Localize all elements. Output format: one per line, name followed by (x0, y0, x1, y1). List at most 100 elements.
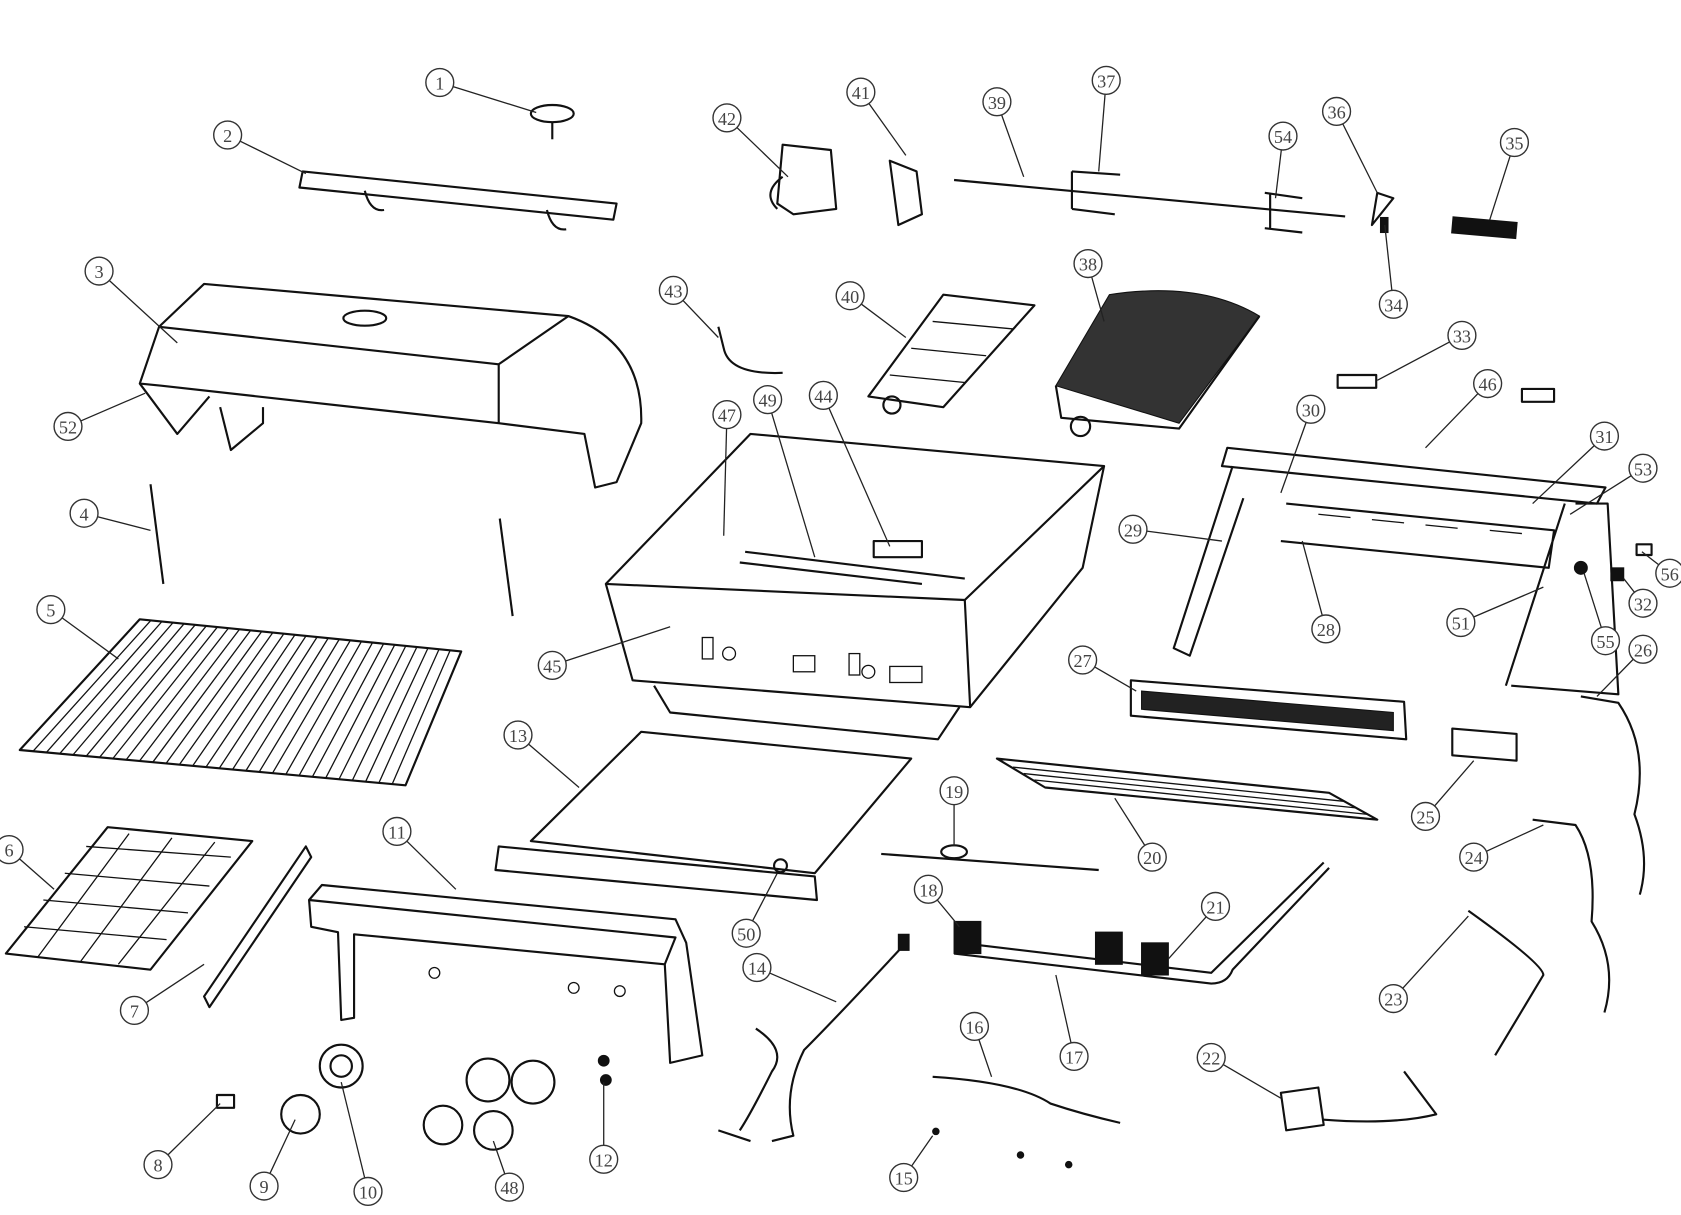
grate-bar (85, 624, 196, 757)
grate-bar (258, 638, 340, 773)
callout-31: 31 (1589, 421, 1620, 451)
callout-18: 18 (913, 874, 943, 904)
callout-49: 49 (753, 385, 783, 415)
callout-34: 34 (1378, 289, 1408, 319)
callout-11: 11 (382, 816, 412, 847)
callout-circle (589, 1144, 619, 1174)
callout-number: 43 (664, 281, 682, 301)
leader-line-49 (771, 412, 816, 558)
grate-bar (138, 628, 241, 762)
callout-number: 24 (1465, 848, 1483, 868)
callout-circle (835, 281, 865, 311)
callout-25: 25 (1410, 801, 1441, 832)
callout-48: 48 (494, 1172, 525, 1202)
grate-bar (232, 636, 318, 770)
part-power-adapter (1279, 1070, 1438, 1132)
callout-number: 40 (841, 287, 859, 307)
callout-39: 39 (982, 87, 1012, 117)
callout-number: 9 (260, 1177, 269, 1197)
part-gas-pipe (717, 326, 783, 375)
callout-number: 29 (1124, 520, 1142, 540)
leader-line-32 (1623, 578, 1635, 593)
part-rotisserie-accessories (1370, 191, 1518, 240)
grate-bar (32, 619, 152, 752)
callout-circle (731, 918, 761, 948)
callout-6: 6 (0, 835, 24, 865)
callout-37: 37 (1091, 65, 1121, 95)
grate-bar (59, 622, 174, 755)
callout-circle (36, 595, 66, 625)
callout-number: 54 (1274, 127, 1292, 147)
callout-number: 47 (718, 406, 736, 426)
callout-circle (712, 103, 742, 133)
callout-50: 50 (731, 918, 761, 948)
leader-line-34 (1384, 224, 1393, 291)
callout-circle (84, 256, 114, 286)
callout-9: 9 (249, 1171, 279, 1201)
grate-bar (205, 634, 296, 768)
callout-17: 17 (1059, 1041, 1089, 1072)
callout-number: 38 (1079, 255, 1097, 275)
callout-number: 7 (130, 1001, 139, 1021)
leader-line-16 (978, 1039, 993, 1077)
callout-16: 16 (959, 1011, 990, 1042)
leader-line-53 (1569, 475, 1632, 515)
callout-circle (1118, 514, 1148, 544)
callout-circle (1137, 842, 1167, 872)
callout-54: 54 (1268, 121, 1298, 151)
callout-number: 1 (435, 74, 444, 94)
part-wiring-harness (718, 933, 1121, 1169)
grate-bar (338, 645, 407, 780)
callout-20: 20 (1137, 842, 1167, 872)
leader-line-56 (1641, 551, 1660, 566)
callout-number: 21 (1206, 898, 1224, 918)
callout-number: 23 (1384, 990, 1402, 1010)
callout-number: 53 (1634, 459, 1652, 479)
callout-number: 52 (59, 418, 77, 438)
callout-circle (213, 120, 243, 150)
part-heat-rods (149, 484, 514, 617)
callout-number: 35 (1505, 134, 1523, 154)
leader-line-5 (61, 617, 119, 660)
leader-line-48 (492, 1140, 506, 1175)
callout-circle (1628, 453, 1658, 483)
grate-bar (112, 626, 218, 759)
callout-number: 46 (1479, 375, 1497, 395)
callout-number: 15 (895, 1169, 913, 1189)
callout-13: 13 (503, 720, 533, 750)
callout-number: 4 (80, 504, 89, 524)
leader-line-26 (1596, 658, 1634, 697)
part-heat-shield (203, 845, 313, 1009)
leader-line-47 (723, 428, 728, 536)
callout-number: 28 (1317, 620, 1335, 640)
grate-bar (351, 646, 418, 781)
callout-circle (1268, 121, 1298, 151)
grate-bar (19, 618, 141, 751)
part-box-bracket (1451, 727, 1518, 762)
leader-line-14 (769, 972, 837, 1003)
callout-circle (1628, 634, 1658, 664)
grate-bar (192, 633, 285, 767)
callout-number: 8 (153, 1156, 162, 1176)
callout-circle (753, 385, 783, 415)
part-control-panel (308, 883, 704, 1064)
callout-circle (143, 1150, 173, 1180)
callout-number: 6 (5, 841, 14, 861)
leader-line-54 (1274, 149, 1282, 199)
callout-45: 45 (537, 650, 567, 680)
grate-bar (125, 627, 229, 761)
callout-38: 38 (1073, 248, 1103, 279)
leader-lines (19, 86, 1660, 1179)
leader-line-11 (406, 840, 457, 890)
grate-bar (72, 623, 185, 756)
callout-circle (119, 995, 150, 1025)
callout-number: 51 (1452, 614, 1470, 634)
leader-line-7 (145, 963, 205, 1004)
callout-circle (889, 1162, 919, 1193)
leader-line-20 (1114, 797, 1146, 846)
callout-23: 23 (1378, 983, 1408, 1014)
callout-35: 35 (1499, 127, 1530, 158)
callout-circle (503, 720, 533, 750)
